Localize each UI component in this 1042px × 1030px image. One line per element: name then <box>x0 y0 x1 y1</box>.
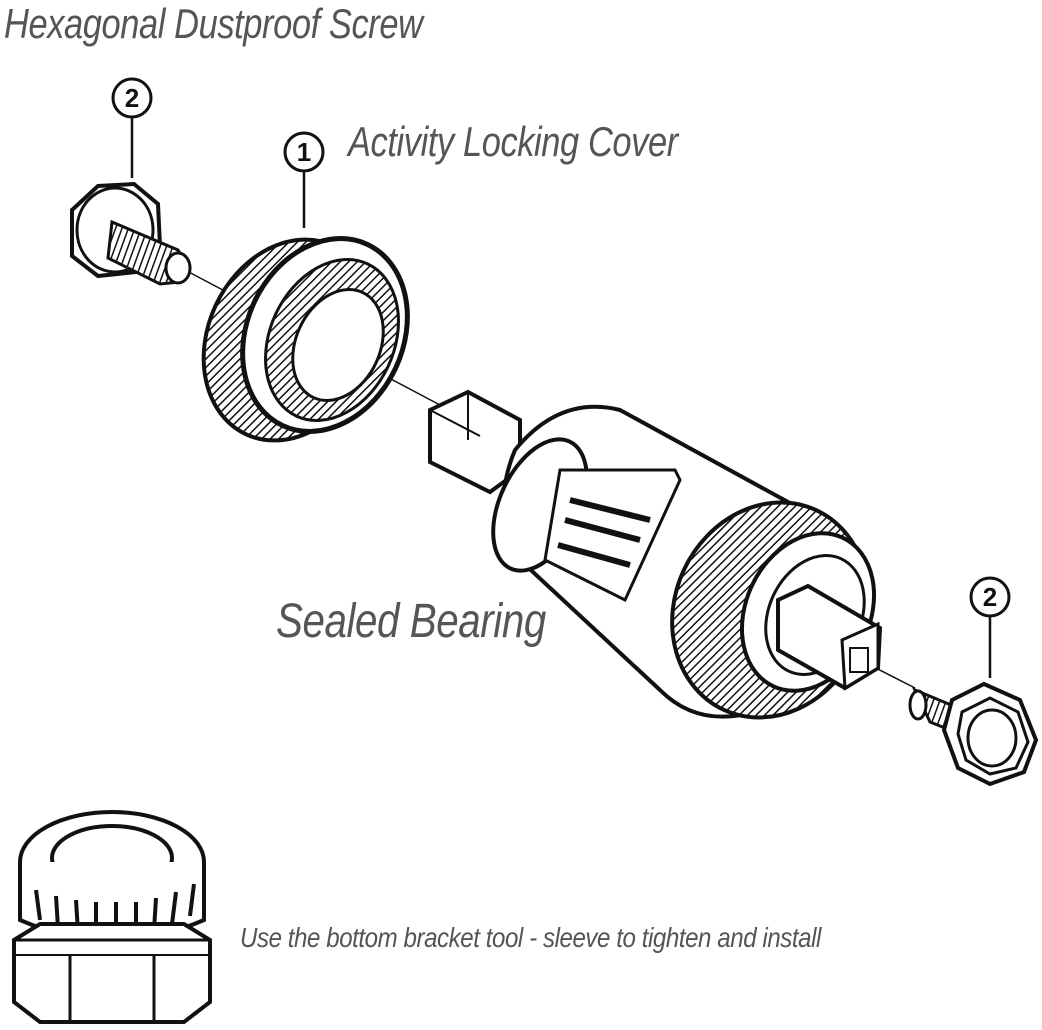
hex-screw-right-icon <box>908 681 1039 787</box>
bottom-bracket-tool-icon <box>12 810 212 1024</box>
callout-cover: 1 <box>283 131 325 228</box>
hex-screw-left-icon <box>70 181 192 286</box>
callout-screw-left: 2 <box>111 77 153 178</box>
label-activity-locking-cover: Activity Locking Cover <box>348 118 678 165</box>
title-hexagonal-dustproof-screw: Hexagonal Dustproof Screw <box>4 0 423 47</box>
callout-screw-right: 2 <box>969 576 1011 678</box>
label-tool-instruction: Use the bottom bracket tool - sleeve to … <box>240 922 821 953</box>
callout-number: 2 <box>983 582 997 612</box>
callout-number: 2 <box>125 83 139 113</box>
label-sealed-bearing: Sealed Bearing <box>276 595 546 648</box>
callout-number: 1 <box>297 137 311 167</box>
locking-cover-icon <box>201 236 410 443</box>
sealed-bearing-icon <box>428 389 883 720</box>
